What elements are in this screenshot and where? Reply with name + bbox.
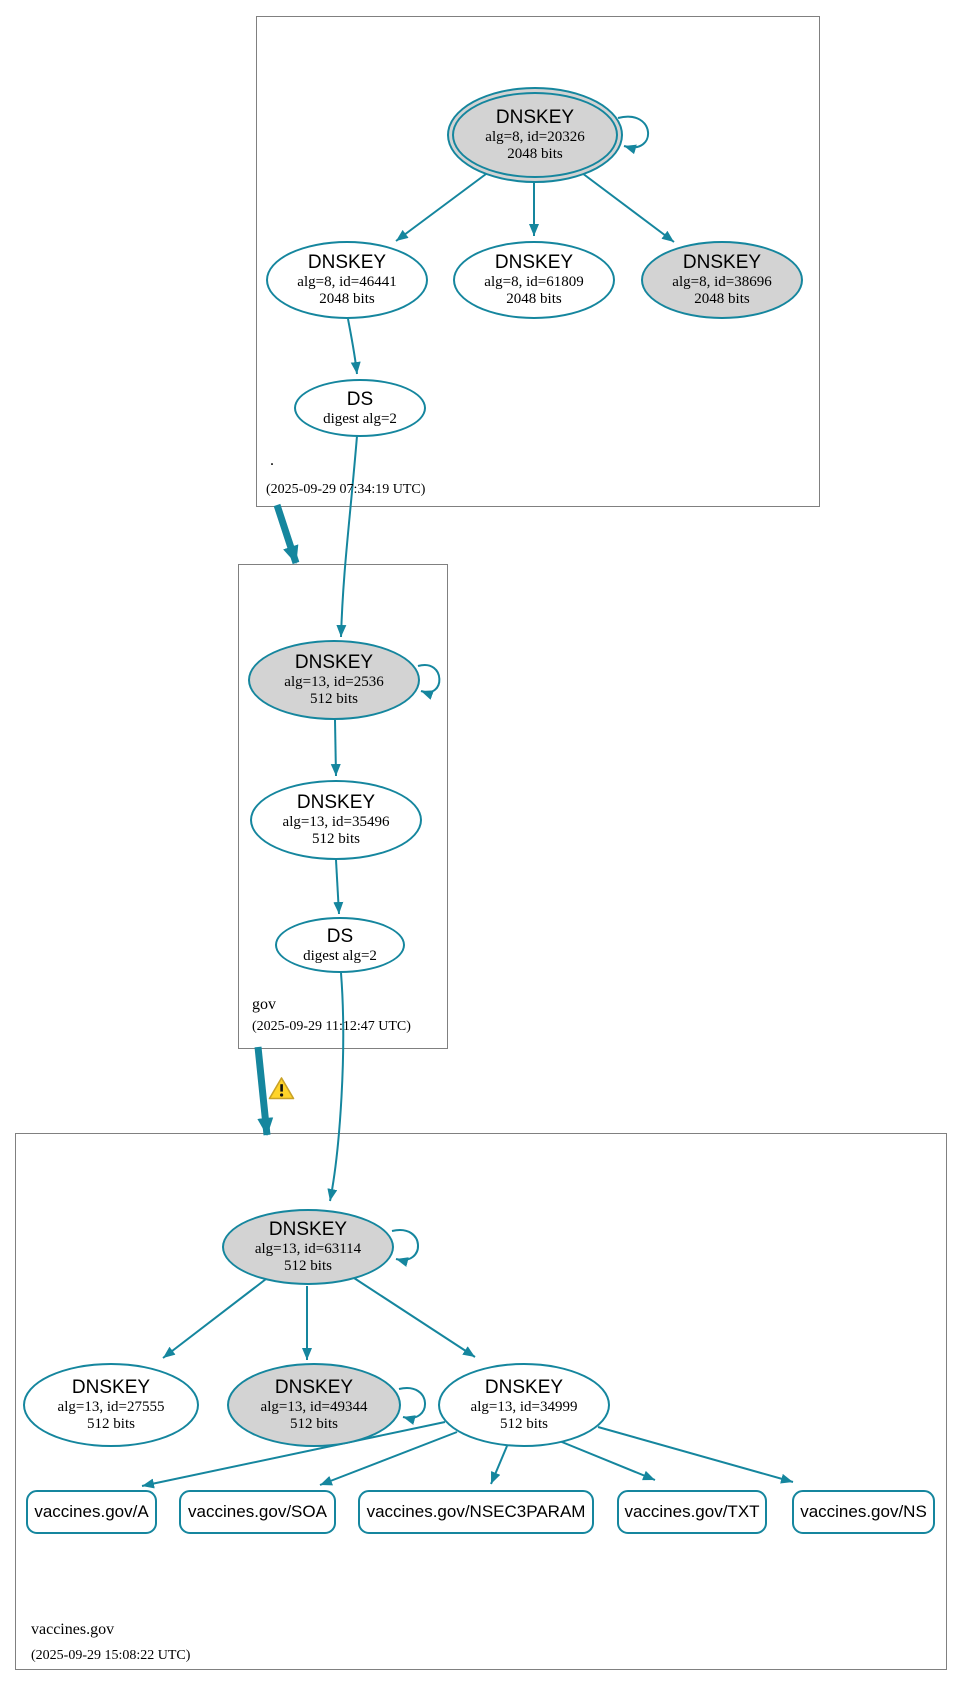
node-detail: alg=8, id=46441 xyxy=(297,274,397,291)
node-title: DS xyxy=(346,388,374,410)
node-title: DNSKEY xyxy=(495,107,575,129)
edge-delegation-root-to-gov xyxy=(273,503,300,565)
rrset-vaccines-gov-txt[interactable]: vaccines.gov/TXT xyxy=(617,1490,767,1534)
node-detail: alg=13, id=63114 xyxy=(254,1241,362,1258)
node-title: DS xyxy=(326,925,354,947)
node-bits: 2048 bits xyxy=(507,145,563,162)
rrset-label: vaccines.gov/NSEC3PARAM xyxy=(366,1502,586,1521)
dnskey-node-35496[interactable]: DNSKEY alg=13, id=35496 512 bits xyxy=(250,780,422,860)
node-title: DNSKEY xyxy=(294,652,374,674)
node-title: DNSKEY xyxy=(296,792,376,814)
node-detail: alg=13, id=27555 xyxy=(57,1399,165,1416)
node-bits: 2048 bits xyxy=(694,290,750,307)
node-title: DNSKEY xyxy=(494,252,574,274)
dnskey-node-38696[interactable]: DNSKEY alg=8, id=38696 2048 bits xyxy=(641,241,803,319)
node-detail: digest alg=2 xyxy=(303,947,377,964)
rrset-vaccines-gov-soa[interactable]: vaccines.gov/SOA xyxy=(179,1490,336,1534)
zone-label-root: . xyxy=(270,452,274,469)
dnskey-node-2536[interactable]: DNSKEY alg=13, id=2536 512 bits xyxy=(248,640,420,720)
rrset-vaccines-gov-nsec3param[interactable]: vaccines.gov/NSEC3PARAM xyxy=(358,1490,594,1534)
dnskey-node-63114[interactable]: DNSKEY alg=13, id=63114 512 bits xyxy=(222,1209,394,1285)
zone-timestamp-gov: (2025-09-29 11:12:47 UTC) xyxy=(252,1019,411,1034)
zone-timestamp-vaccines-gov: (2025-09-29 15:08:22 UTC) xyxy=(31,1648,191,1663)
dnskey-node-46441[interactable]: DNSKEY alg=8, id=46441 2048 bits xyxy=(266,241,428,319)
node-detail: alg=13, id=34999 xyxy=(470,1399,578,1416)
dnskey-node-20326[interactable]: DNSKEY alg=8, id=20326 2048 bits xyxy=(447,87,623,183)
node-detail: alg=13, id=2536 xyxy=(284,674,384,691)
rrset-vaccines-gov-ns[interactable]: vaccines.gov/NS xyxy=(792,1490,935,1534)
edge-delegation-gov-to-vaccines xyxy=(254,1046,274,1136)
node-detail: alg=13, id=49344 xyxy=(260,1399,368,1416)
ds-node-gov[interactable]: DS digest alg=2 xyxy=(275,917,405,973)
zone-timestamp-root: (2025-09-29 07:34:19 UTC) xyxy=(266,482,426,497)
node-title: DNSKEY xyxy=(307,252,387,274)
node-bits: 512 bits xyxy=(312,830,360,847)
node-title: DNSKEY xyxy=(274,1377,354,1399)
node-title: DNSKEY xyxy=(268,1219,348,1241)
zone-label-gov: gov xyxy=(252,996,276,1013)
warning-icon[interactable] xyxy=(268,1076,295,1106)
zone-label-vaccines-gov: vaccines.gov xyxy=(31,1621,115,1638)
node-title: DNSKEY xyxy=(682,252,762,274)
node-detail: alg=8, id=38696 xyxy=(672,274,772,291)
node-bits: 512 bits xyxy=(500,1415,548,1432)
node-bits: 2048 bits xyxy=(506,290,562,307)
rrset-label: vaccines.gov/NS xyxy=(800,1502,927,1521)
rrset-vaccines-gov-a[interactable]: vaccines.gov/A xyxy=(26,1490,157,1534)
dnskey-node-27555[interactable]: DNSKEY alg=13, id=27555 512 bits xyxy=(23,1363,199,1447)
zone-box-vaccines-gov xyxy=(15,1133,947,1670)
rrset-label: vaccines.gov/A xyxy=(34,1502,149,1521)
dnskey-node-49344[interactable]: DNSKEY alg=13, id=49344 512 bits xyxy=(227,1363,401,1447)
node-bits: 512 bits xyxy=(310,690,358,707)
node-title: DNSKEY xyxy=(484,1377,564,1399)
ds-node-root[interactable]: DS digest alg=2 xyxy=(294,379,426,437)
node-bits: 512 bits xyxy=(87,1415,135,1432)
node-bits: 512 bits xyxy=(290,1415,338,1432)
rrset-label: vaccines.gov/TXT xyxy=(624,1502,760,1521)
dnskey-node-34999[interactable]: DNSKEY alg=13, id=34999 512 bits xyxy=(438,1363,610,1447)
dnskey-node-61809[interactable]: DNSKEY alg=8, id=61809 2048 bits xyxy=(453,241,615,319)
node-detail: alg=13, id=35496 xyxy=(282,814,390,831)
node-bits: 2048 bits xyxy=(319,290,375,307)
node-detail: alg=8, id=61809 xyxy=(484,274,584,291)
node-detail: digest alg=2 xyxy=(323,410,397,427)
node-bits: 512 bits xyxy=(284,1257,332,1274)
zone-box-root xyxy=(256,16,820,507)
node-detail: alg=8, id=20326 xyxy=(485,129,585,146)
node-title: DNSKEY xyxy=(71,1377,151,1399)
rrset-label: vaccines.gov/SOA xyxy=(188,1502,327,1521)
